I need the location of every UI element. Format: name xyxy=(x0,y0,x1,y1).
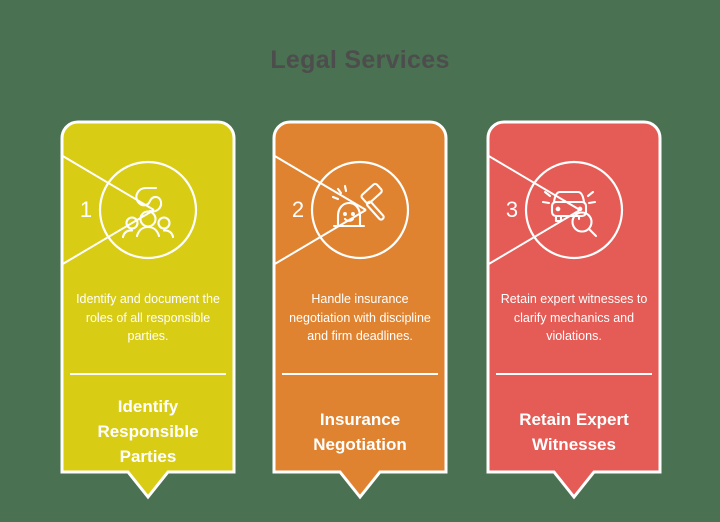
card-3-shape xyxy=(486,120,662,500)
card-3-body xyxy=(486,120,662,500)
card-3-body-text: Retain expert witnesses to clarify mecha… xyxy=(500,292,648,343)
card-2-body xyxy=(272,120,448,500)
card-2-shape xyxy=(272,120,448,500)
card-1-body xyxy=(60,120,236,500)
card-1-body-text: Identify and document the roles of all r… xyxy=(76,292,220,343)
diagonal-line-bottom xyxy=(274,209,367,269)
page-title: Legal Services xyxy=(270,46,450,74)
diagonal-line-bottom xyxy=(488,209,581,269)
icon-circle xyxy=(98,160,198,260)
icon-circle xyxy=(524,160,624,260)
diagonal-line-bottom xyxy=(62,209,155,269)
car-search-icon xyxy=(541,190,598,238)
card-3-number: 3 xyxy=(505,197,519,222)
card-2-body-text: Handle insurance negotiation with discip… xyxy=(289,292,431,343)
card-3-decor xyxy=(488,151,652,375)
cards-container: 1 Identify and document the roles of all… xyxy=(0,120,720,502)
card-2[interactable]: 2 Handle insurance negotiation with disc… xyxy=(272,120,448,500)
card-3[interactable]: 3 Retain expert witnesses to clarify mec… xyxy=(486,120,662,500)
card-1-shape xyxy=(60,120,236,500)
card-1-heading: Identify Responsible Parties xyxy=(97,397,199,466)
card-2-decor xyxy=(274,151,438,375)
card-1-decor xyxy=(62,151,226,375)
card-3-heading: Retain Expert Witnesses xyxy=(519,410,629,454)
card-2-number: 2 xyxy=(291,197,305,222)
card-2-heading: Insurance Negotiation xyxy=(313,410,407,454)
gavel-icon xyxy=(331,182,385,228)
diagonal-line-top xyxy=(488,151,581,211)
card-1-number: 1 xyxy=(79,197,93,222)
icon-circle xyxy=(310,160,410,260)
diagonal-line-top xyxy=(274,151,367,211)
card-1[interactable]: 1 Identify and document the roles of all… xyxy=(60,120,236,500)
group-people-icon xyxy=(121,186,175,239)
